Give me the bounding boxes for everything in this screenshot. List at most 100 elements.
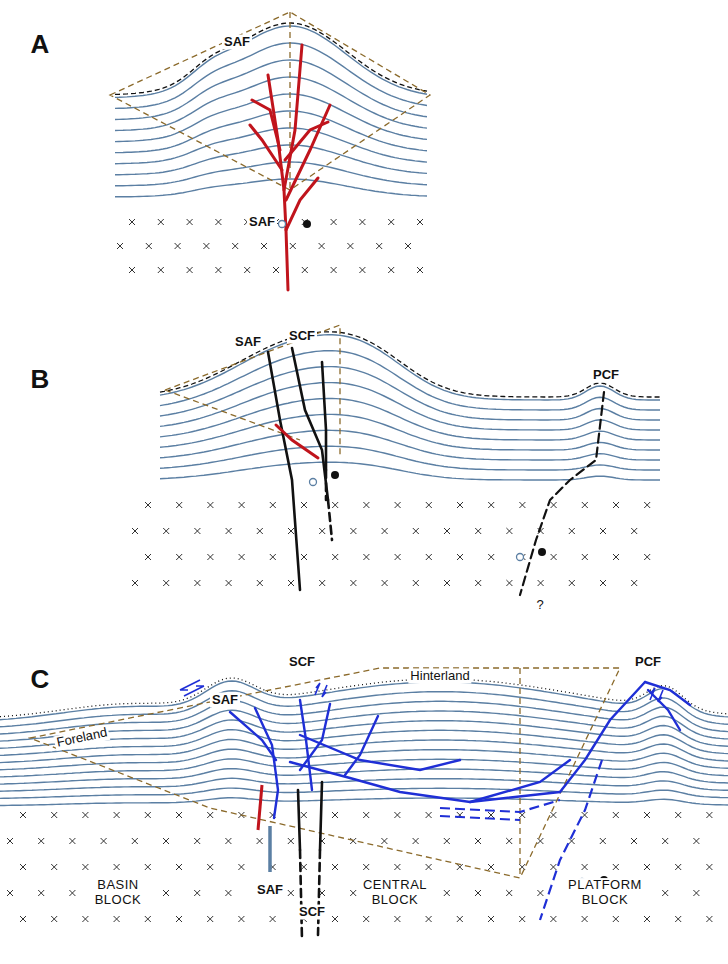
basement-cross <box>488 812 494 818</box>
basement-cross <box>350 890 356 896</box>
basement-cross <box>550 864 556 870</box>
basement-cross <box>359 267 365 273</box>
basement-cross <box>331 267 337 273</box>
basement-cross <box>506 580 512 586</box>
basement-cross <box>332 554 338 560</box>
basement-cross <box>475 528 481 534</box>
basement-cross <box>270 916 276 922</box>
basement-cross <box>132 580 138 586</box>
basement-cross <box>145 812 151 818</box>
basement-cross <box>226 580 232 586</box>
basement-cross <box>693 838 699 844</box>
stratum-line <box>0 788 728 798</box>
basement-cross <box>417 267 423 273</box>
fault-label: SAF <box>222 35 252 50</box>
basement-cross <box>363 864 369 870</box>
basement-crosses <box>7 219 712 922</box>
stratum-line <box>0 749 728 770</box>
fault-label: SCF <box>287 329 317 344</box>
basement-cross <box>600 528 606 534</box>
fault-label: SCF <box>297 905 327 920</box>
basement-cross <box>129 219 135 225</box>
basement-cross <box>538 580 544 586</box>
basement-cross <box>444 580 450 586</box>
stratum-line <box>160 335 660 400</box>
panel-b <box>165 325 604 595</box>
basement-cross <box>114 864 120 870</box>
basement-cross <box>444 528 450 534</box>
basement-cross <box>215 267 221 273</box>
basement-cross <box>394 916 400 922</box>
basement-cross <box>395 502 401 508</box>
basement-cross <box>207 502 213 508</box>
basement-cross <box>426 812 432 818</box>
basement-cross <box>363 502 369 508</box>
basement-cross <box>203 243 209 249</box>
stratum-line <box>115 128 427 164</box>
basement-cross <box>194 528 200 534</box>
panel-c <box>30 668 690 940</box>
stratum-line <box>160 351 660 410</box>
basement-cross <box>569 528 575 534</box>
basement-cross <box>7 838 13 844</box>
basement-cross <box>551 502 557 508</box>
basement-cross <box>613 812 619 818</box>
basement-cross <box>426 502 432 508</box>
stratum-line <box>115 162 427 186</box>
basement-cross <box>261 243 267 249</box>
basement-cross <box>350 580 356 586</box>
basement-cross <box>332 916 338 922</box>
basement-cross <box>426 864 432 870</box>
basement-cross <box>187 267 193 273</box>
basement-cross <box>506 890 512 896</box>
basement-cross <box>38 890 44 896</box>
basement-cross <box>194 580 200 586</box>
basement-cross <box>644 916 650 922</box>
basement-cross <box>332 864 338 870</box>
basement-cross <box>319 243 325 249</box>
basement-cross <box>226 528 232 534</box>
basement-cross <box>388 219 394 225</box>
fault-label: PCF <box>633 655 663 670</box>
basement-cross <box>706 812 712 818</box>
basement-cross <box>176 864 182 870</box>
basement-cross <box>145 864 151 870</box>
basement-cross <box>114 812 120 818</box>
basement-cross <box>273 267 279 273</box>
basement-cross <box>488 502 494 508</box>
fault-label: PLATFORM BLOCK <box>563 878 647 908</box>
fault-label: SAF <box>210 693 240 708</box>
basement-cross <box>176 554 182 560</box>
basement-cross <box>20 864 26 870</box>
basement-cross <box>582 916 588 922</box>
basement-cross <box>675 864 681 870</box>
basement-cross <box>537 838 543 844</box>
basement-cross <box>145 916 151 922</box>
fault-label: Hinterland <box>408 669 471 684</box>
basement-cross <box>644 864 650 870</box>
basement-cross <box>207 864 213 870</box>
basement-cross <box>290 243 296 249</box>
basement-cross <box>382 580 388 586</box>
basement-cross <box>257 580 263 586</box>
fault-label: SCF <box>287 655 317 670</box>
basement-cross <box>175 243 181 249</box>
basement-cross <box>582 554 588 560</box>
basement-cross <box>20 812 26 818</box>
stratum-line <box>160 430 660 460</box>
basement-cross <box>706 864 712 870</box>
basement-cross <box>7 890 13 896</box>
fault-label: SAF <box>233 335 263 350</box>
basement-cross <box>239 554 245 560</box>
basement-cross <box>332 502 338 508</box>
basement-cross <box>506 528 512 534</box>
basement-cross <box>51 812 57 818</box>
basement-cross <box>132 528 138 534</box>
basement-cross <box>163 838 169 844</box>
basement-cross <box>444 838 450 844</box>
basement-cross <box>363 916 369 922</box>
basement-cross <box>82 864 88 870</box>
basement-cross <box>600 838 606 844</box>
basement-cross <box>417 219 423 225</box>
